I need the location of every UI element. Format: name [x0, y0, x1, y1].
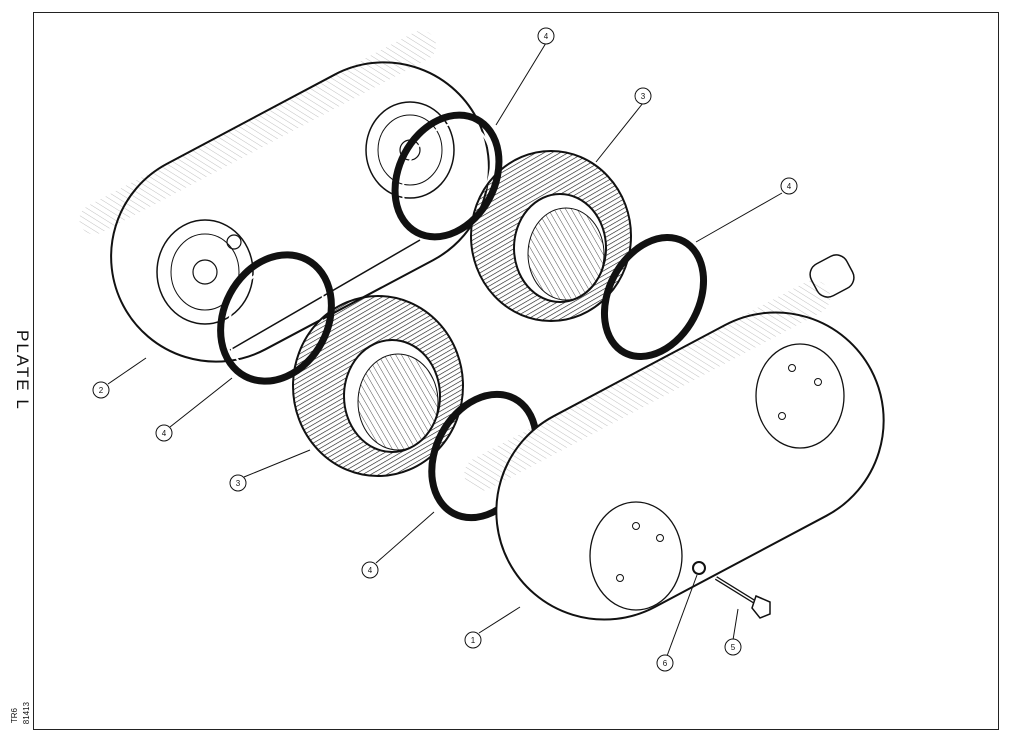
callout-bubble: 4	[361, 561, 379, 579]
callout-leaders	[107, 42, 783, 657]
callout-label: 4	[544, 32, 549, 41]
callout-label: 4	[787, 182, 792, 191]
plate-title: PLATE L	[13, 330, 32, 411]
callout-bubble: 3	[634, 87, 652, 105]
callout-label: 3	[641, 92, 646, 101]
callout-label: 2	[99, 386, 104, 395]
callout-bubble: 3	[229, 474, 247, 492]
callout-bubbles: 4 3 4 2 4 3 4 1 6 5	[92, 27, 798, 672]
callout-label: 5	[731, 643, 736, 652]
callout-bubble: 1	[464, 631, 482, 649]
callout-label: 6	[663, 659, 668, 668]
circlip	[692, 561, 706, 575]
front-casing	[464, 254, 885, 621]
gear-upper	[470, 150, 632, 322]
callout-bubble: 4	[155, 424, 173, 442]
callout-bubble: 4	[537, 27, 555, 45]
callout-label: 4	[368, 566, 373, 575]
callout-label: 3	[236, 479, 241, 488]
gear-lower	[292, 295, 464, 477]
callout-label: 4	[162, 429, 167, 438]
shaft-line	[229, 239, 421, 351]
rear-casing	[79, 30, 490, 363]
bolt	[714, 576, 771, 619]
callout-bubble: 4	[780, 177, 798, 195]
callout-bubble: 6	[656, 654, 674, 672]
callout-bubble: 5	[724, 638, 742, 656]
callout-bubble: 2	[92, 381, 110, 399]
plate-border	[33, 12, 999, 730]
callout-label: 1	[471, 636, 476, 645]
